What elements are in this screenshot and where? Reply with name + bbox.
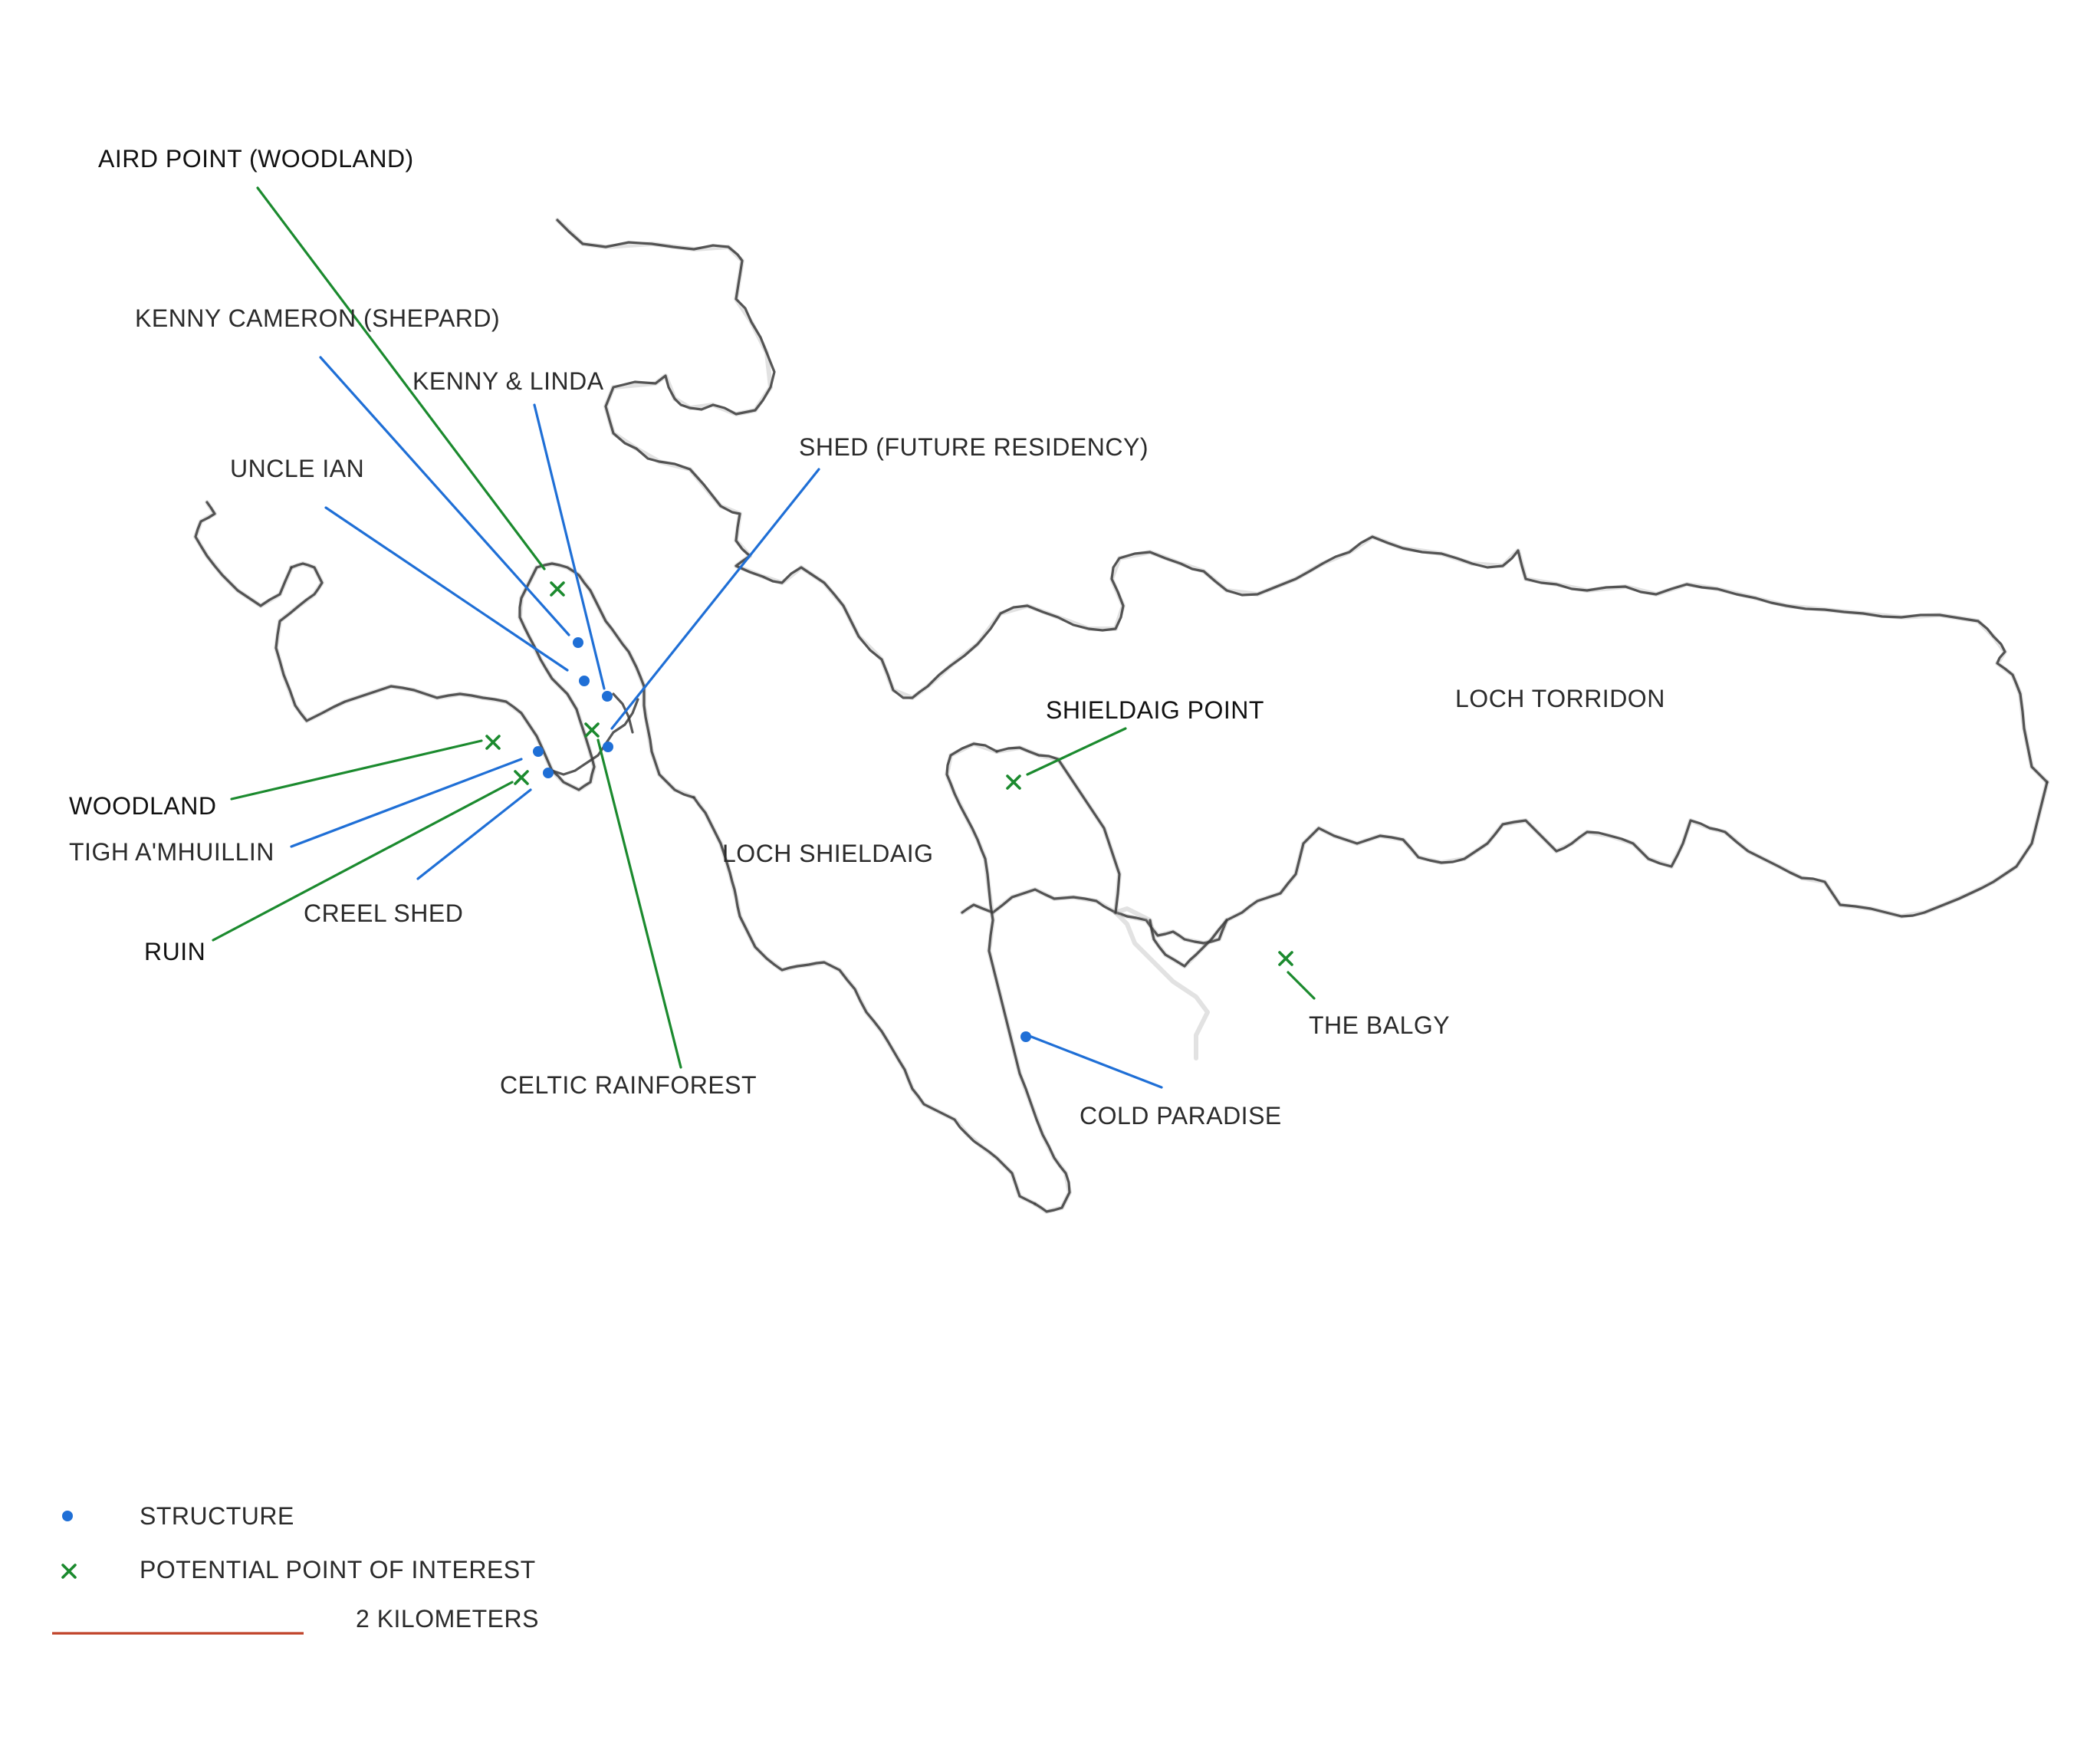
leader-celtic-rainforest	[596, 738, 682, 1069]
label-shed-future: SHED (FUTURE RESIDENCY)	[799, 433, 1149, 461]
scale-label: 2 KILOMETERS	[356, 1605, 539, 1633]
label-the-balgy: THE BALGY	[1309, 1011, 1450, 1039]
structure-marker-kenny-linda[interactable]	[602, 691, 613, 702]
poi-marker-the-balgy[interactable]	[1278, 951, 1293, 966]
legend-structure-dot	[62, 1511, 73, 1521]
leader-uncle-ian	[324, 506, 569, 672]
label-creel-shed: CREEL SHED	[304, 899, 463, 927]
label-kenny-linda: KENNY & LINDA	[412, 367, 604, 395]
leader-the-balgy	[1287, 971, 1316, 1000]
legend-poi-label: POTENTIAL POINT OF INTEREST	[140, 1556, 536, 1583]
loch-torridon-label: LOCH TORRIDON	[1455, 685, 1665, 712]
leader-cold-paradise	[1026, 1034, 1163, 1089]
structure-markers	[533, 637, 1031, 1042]
label-woodland: WOODLAND	[69, 792, 216, 820]
legend: STRUCTURE POTENTIAL POINT OF INTEREST 2 …	[52, 1502, 539, 1635]
structure-marker-tigh[interactable]	[533, 746, 544, 757]
poi-marker-aird-point[interactable]	[550, 581, 565, 597]
structure-marker-kenny-cameron[interactable]	[573, 637, 583, 648]
label-celtic-rainforest: CELTIC RAINFOREST	[500, 1071, 757, 1099]
loch-shieldaig-label: LOCH SHIELDAIG	[722, 840, 934, 867]
leader-aird-point	[256, 186, 546, 571]
structure-marker-cold-paradise[interactable]	[1020, 1031, 1031, 1042]
legend-poi-cross	[61, 1564, 77, 1579]
coastline	[193, 218, 2049, 1214]
poi-marker-celtic-rainforest[interactable]	[584, 722, 600, 738]
leader-shieldaig-point	[1026, 727, 1127, 776]
leader-creel-shed	[416, 788, 532, 880]
poi-marker-shieldaig-point[interactable]	[1006, 774, 1021, 790]
poi-markers	[485, 581, 1293, 966]
label-tigh: TIGH A'MHUILLIN	[69, 838, 274, 866]
poi-marker-woodland[interactable]	[485, 735, 501, 750]
label-shieldaig-point: SHIELDAIG POINT	[1046, 696, 1264, 724]
structure-marker-shed-future[interactable]	[603, 742, 613, 752]
structure-marker-uncle-ian[interactable]	[579, 676, 590, 686]
label-ruin: RUIN	[144, 938, 205, 965]
label-kenny-cameron: KENNY CAMERON (SHEPARD)	[135, 304, 500, 332]
place-labels: AIRD POINT (WOODLAND) KENNY CAMERON (SHE…	[69, 145, 1450, 1130]
leader-shed-future	[610, 468, 820, 730]
poi-marker-ruin[interactable]	[514, 770, 529, 785]
leader-woodland	[230, 739, 483, 801]
label-cold-paradise: COLD PARADISE	[1080, 1102, 1282, 1130]
leader-tigh	[290, 758, 523, 848]
leader-kenny-linda	[533, 403, 606, 690]
leader-ruin	[212, 781, 514, 942]
leader-kenny-cameron	[319, 356, 570, 636]
label-uncle-ian: UNCLE IAN	[230, 455, 364, 482]
structure-marker-creel-shed[interactable]	[543, 768, 554, 778]
legend-structure-label: STRUCTURE	[140, 1502, 294, 1530]
label-aird-point: AIRD POINT (WOODLAND)	[98, 145, 414, 173]
leader-lines	[212, 186, 1316, 1089]
